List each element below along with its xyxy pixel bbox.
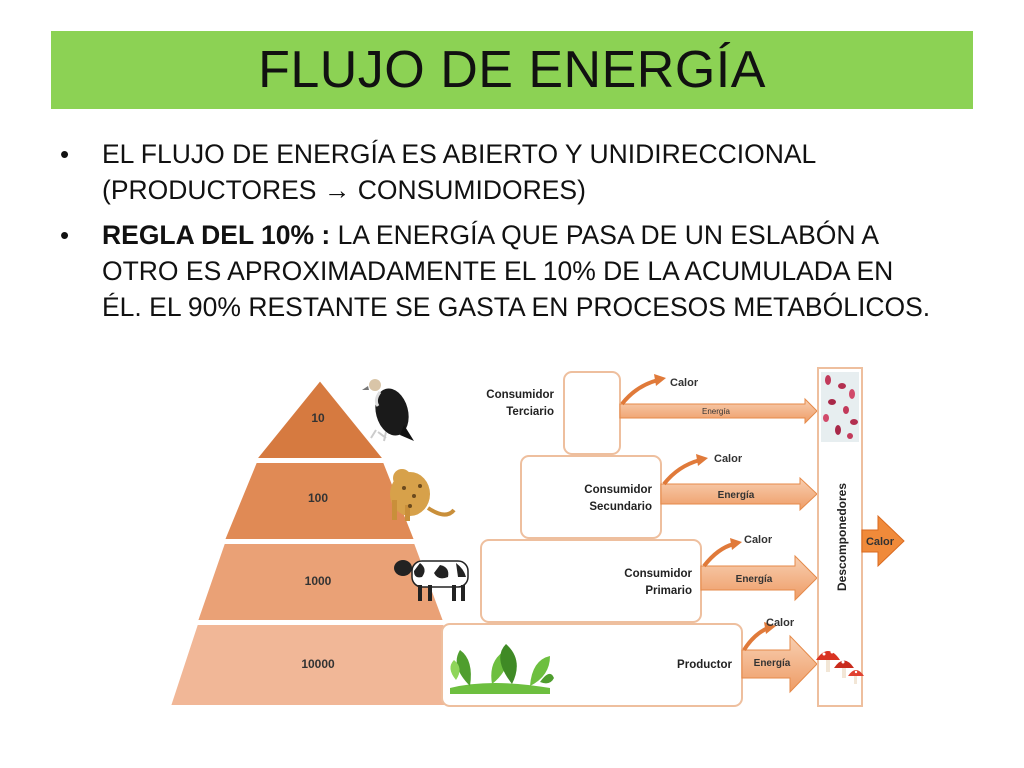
bullet-dot: • — [60, 139, 70, 169]
bullet-1-line2a: (PRODUCTORES — [102, 175, 317, 205]
bullet-2-bold: REGLA DEL 10% : — [102, 220, 331, 250]
pyramid-level-2 — [222, 461, 417, 541]
bullet-2-line1: LA ENERGÍA QUE PASA DE UN ESLABÓN A — [330, 220, 880, 250]
energy-arrow-primary — [700, 554, 818, 602]
arrow-right-icon: → — [323, 175, 351, 205]
title-bar: FLUJO DE ENERGÍA — [51, 31, 973, 109]
trophic-boxes: Consumidor Terciario Consumidor Secundar… — [441, 371, 743, 707]
bullet-1-line1: EL FLUJO DE ENERGÍA ES ABIERTO Y UNIDIRE… — [102, 139, 817, 169]
energy-arrow-tertiary — [619, 397, 818, 425]
energy-label-tertiary: Energía — [702, 407, 731, 416]
heat-label-tertiary: Calor — [670, 377, 699, 389]
bullet-1: • EL FLUJO DE ENERGÍA ES ABIERTO Y UNIDI… — [60, 136, 980, 208]
label-primary-line2: Primario — [645, 585, 692, 597]
label-tertiary-line1: Consumidor — [486, 389, 554, 401]
label-secondary-line2: Secundario — [589, 501, 652, 513]
bullet-2-line3: ÉL. EL 90% RESTANTE SE GASTA EN PROCESOS… — [102, 292, 931, 322]
heat-label-primary: Calor — [744, 534, 773, 546]
bullet-2-line2: OTRO ES APROXIMADAMENTE EL 10% DE LA ACU… — [102, 256, 894, 286]
decomposers-label: Descomponedores — [835, 483, 849, 591]
bullet-list: • EL FLUJO DE ENERGÍA ES ABIERTO Y UNIDI… — [60, 136, 980, 334]
energy-arrow-secondary — [660, 476, 818, 512]
decomposers-column: Descomponedores — [816, 367, 864, 707]
box-primary — [480, 539, 702, 623]
plants-icon — [450, 644, 554, 694]
slide-title: FLUJO DE ENERGÍA — [258, 41, 766, 99]
pyramid-level-top — [253, 378, 387, 460]
label-secondary-line1: Consumidor — [584, 484, 652, 496]
pyramid-label-100: 100 — [308, 491, 328, 505]
pyramid-label-10000: 10000 — [301, 657, 335, 671]
title-background — [51, 31, 973, 109]
vulture-icon — [362, 379, 414, 442]
heat-label-secondary: Calor — [714, 453, 743, 465]
box-secondary — [520, 455, 662, 539]
bullet-dot: • — [60, 220, 70, 250]
energy-label-primary: Energía — [736, 574, 773, 585]
decomposers-heat-arrow: Calor — [861, 514, 905, 568]
bullet-1-line2b: CONSUMIDORES) — [357, 175, 586, 205]
mushrooms-icon — [816, 650, 864, 684]
bullet-2: • REGLA DEL 10% : LA ENERGÍA QUE PASA DE… — [60, 217, 980, 325]
heat-label-producer: Calor — [766, 617, 795, 629]
box-tertiary — [563, 371, 621, 455]
pyramid-label-10: 10 — [311, 411, 325, 425]
energy-arrows: Energía Energía Energía Energía — [619, 397, 818, 694]
heat-arrows: Calor Calor Calor Calor — [620, 374, 795, 652]
cow-icon — [394, 560, 469, 601]
label-tertiary-line2: Terciario — [506, 406, 554, 418]
energy-label-secondary: Energía — [718, 490, 755, 501]
label-primary-line1: Consumidor — [624, 568, 692, 580]
decomposers-heat-label: Calor — [866, 536, 895, 548]
jaguar-icon — [390, 469, 456, 521]
energy-label-producer: Energía — [754, 658, 791, 669]
pyramid-level-3 — [195, 542, 446, 622]
energy-arrow-producer — [741, 634, 818, 694]
energy-pyramid: 10 100 1000 10000 — [168, 378, 472, 707]
label-producer: Productor — [677, 659, 732, 671]
bacteria-icon — [821, 372, 859, 442]
pyramid-label-1000: 1000 — [305, 574, 332, 588]
